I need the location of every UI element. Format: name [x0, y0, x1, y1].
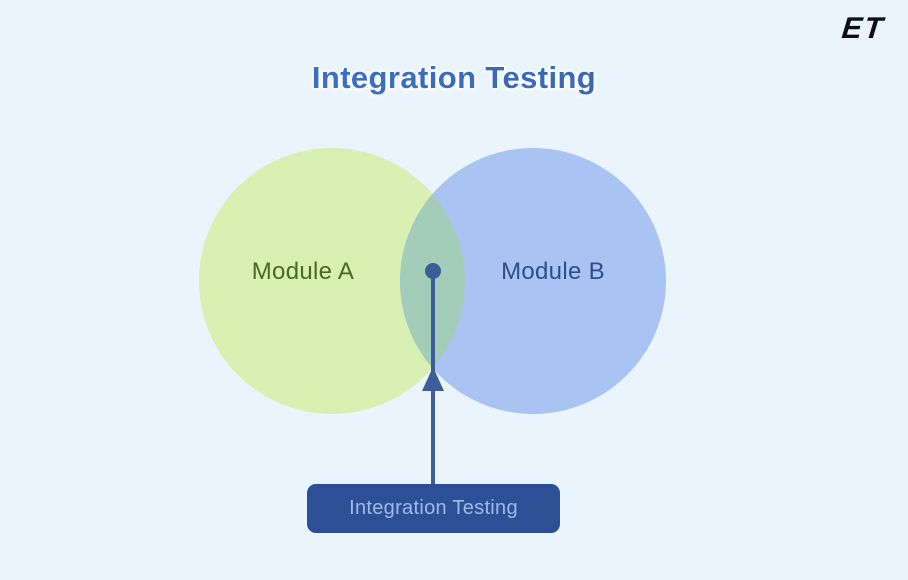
module-b-label: Module B [501, 258, 605, 285]
intersection-dot [425, 263, 441, 279]
pointer-arrowhead-icon [422, 367, 444, 391]
module-a-label: Module A [251, 258, 355, 285]
integration-testing-callout: Integration Testing [307, 484, 560, 533]
page-title: Integration Testing [0, 60, 908, 96]
module-a-circle [199, 148, 465, 414]
callout-label: Integration Testing [349, 497, 518, 519]
module-b-circle [400, 148, 666, 414]
